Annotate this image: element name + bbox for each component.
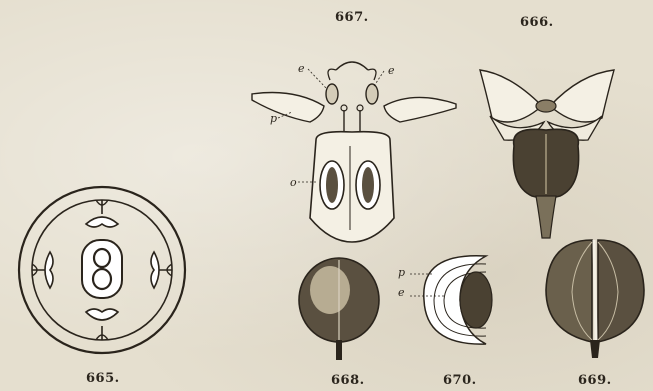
floral-diagram-drawing xyxy=(12,178,192,358)
figure-number-670: 670. xyxy=(443,373,477,388)
label-e-right-667: e xyxy=(388,64,395,77)
flower-section-drawing xyxy=(244,50,464,250)
figure-667-flower-section xyxy=(244,50,464,250)
figure-number-669: 669. xyxy=(578,373,612,388)
figure-668-seed xyxy=(294,254,384,366)
seed-section-drawing xyxy=(406,244,516,354)
figure-number-667: 667. xyxy=(335,10,369,25)
seed-drawing xyxy=(294,254,384,366)
label-p-667: p xyxy=(270,112,277,125)
figure-number-668: 668. xyxy=(331,373,365,388)
label-o-667: o xyxy=(290,176,297,189)
label-p-670: p xyxy=(398,266,405,279)
figure-669-capsule xyxy=(540,232,650,360)
figure-665-floral-diagram xyxy=(12,178,192,358)
label-e-670: e xyxy=(398,286,405,299)
label-e-left-667: e xyxy=(298,62,305,75)
figure-number-666: 666. xyxy=(520,15,554,30)
flower-drawing xyxy=(470,60,620,240)
figure-666-flower xyxy=(470,60,620,240)
capsule-drawing xyxy=(540,232,650,360)
figure-number-665: 665. xyxy=(86,371,120,386)
figure-670-seed-section xyxy=(406,244,516,354)
